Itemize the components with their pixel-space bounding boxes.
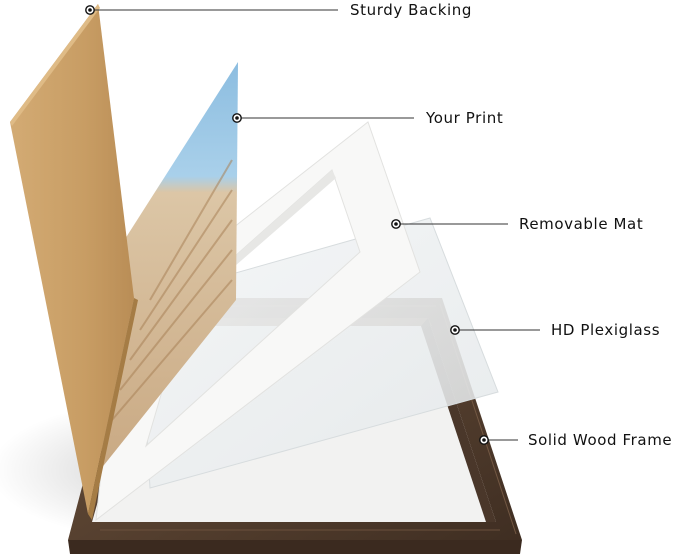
callout-print: Your Print: [232, 109, 503, 127]
callout-backing: Sturdy Backing: [85, 1, 472, 19]
callout-label-backing: Sturdy Backing: [350, 1, 472, 19]
callout-mat: Removable Mat: [391, 215, 643, 233]
callout-label-mat: Removable Mat: [519, 215, 643, 233]
callout-plexiglass: HD Plexiglass: [450, 321, 660, 339]
callout-frame: Solid Wood Frame: [479, 431, 672, 449]
callout-label-frame: Solid Wood Frame: [528, 431, 672, 449]
sturdy-backing-board: [10, 4, 138, 520]
print-photo: [100, 62, 238, 470]
callout-label-plexiglass: HD Plexiglass: [551, 321, 660, 339]
callout-label-print: Your Print: [425, 109, 503, 127]
